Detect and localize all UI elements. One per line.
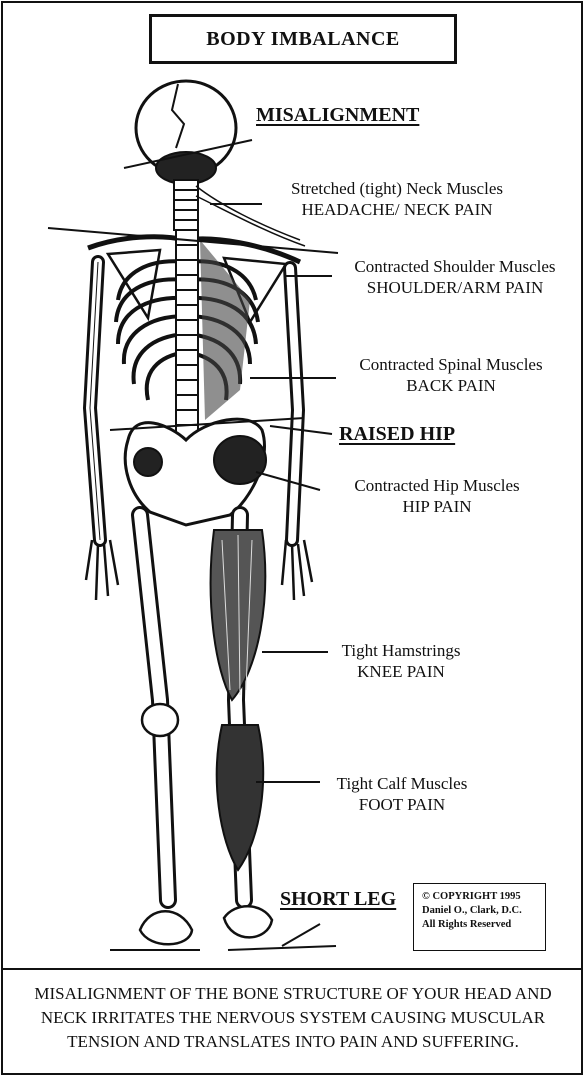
raised-hip-heading: RAISED HIP (339, 423, 455, 446)
label-spine: Contracted Spinal Muscles BACK PAIN (336, 354, 566, 396)
label-spine-muscle: Contracted Spinal Muscles (359, 355, 542, 374)
label-hip-pain: HIP PAIN (330, 496, 544, 517)
copyright-line-1: © COPYRIGHT 1995 (422, 890, 541, 904)
ground-line-right (228, 946, 336, 950)
copyright-line-2: Daniel O., Clark, D.C. (422, 904, 541, 918)
label-neck: Stretched (tight) Neck Muscles HEADACHE/… (262, 178, 532, 220)
short-leg-pointer (282, 924, 320, 946)
calf-muscles (217, 725, 263, 870)
misalignment-heading: MISALIGNMENT (256, 104, 419, 127)
footer-divider (3, 968, 581, 970)
copyright-line-3: All Rights Reserved (422, 918, 541, 932)
label-hip-muscle: Contracted Hip Muscles (354, 476, 519, 495)
label-hip: Contracted Hip Muscles HIP PAIN (330, 475, 544, 517)
footer-caption: MISALIGNMENT OF THE BONE STRUCTURE OF YO… (10, 982, 576, 1054)
label-spine-pain: BACK PAIN (336, 375, 566, 396)
label-neck-muscle: Stretched (tight) Neck Muscles (291, 179, 503, 198)
label-calf-muscle: Tight Calf Muscles (337, 774, 468, 793)
label-hamstring-muscle: Tight Hamstrings (342, 641, 461, 660)
copyright-box: © COPYRIGHT 1995 Daniel O., Clark, D.C. … (413, 883, 546, 951)
label-shoulder: Contracted Shoulder Muscles SHOULDER/ARM… (332, 256, 578, 298)
short-leg-heading: SHORT LEG (280, 888, 396, 911)
label-shoulder-pain: SHOULDER/ARM PAIN (332, 277, 578, 298)
label-hamstring-pain: KNEE PAIN (326, 661, 476, 682)
label-calf: Tight Calf Muscles FOOT PAIN (320, 773, 484, 815)
label-neck-pain: HEADACHE/ NECK PAIN (262, 199, 532, 220)
label-calf-pain: FOOT PAIN (320, 794, 484, 815)
label-shoulder-muscle: Contracted Shoulder Muscles (354, 257, 555, 276)
label-hamstring: Tight Hamstrings KNEE PAIN (326, 640, 476, 682)
